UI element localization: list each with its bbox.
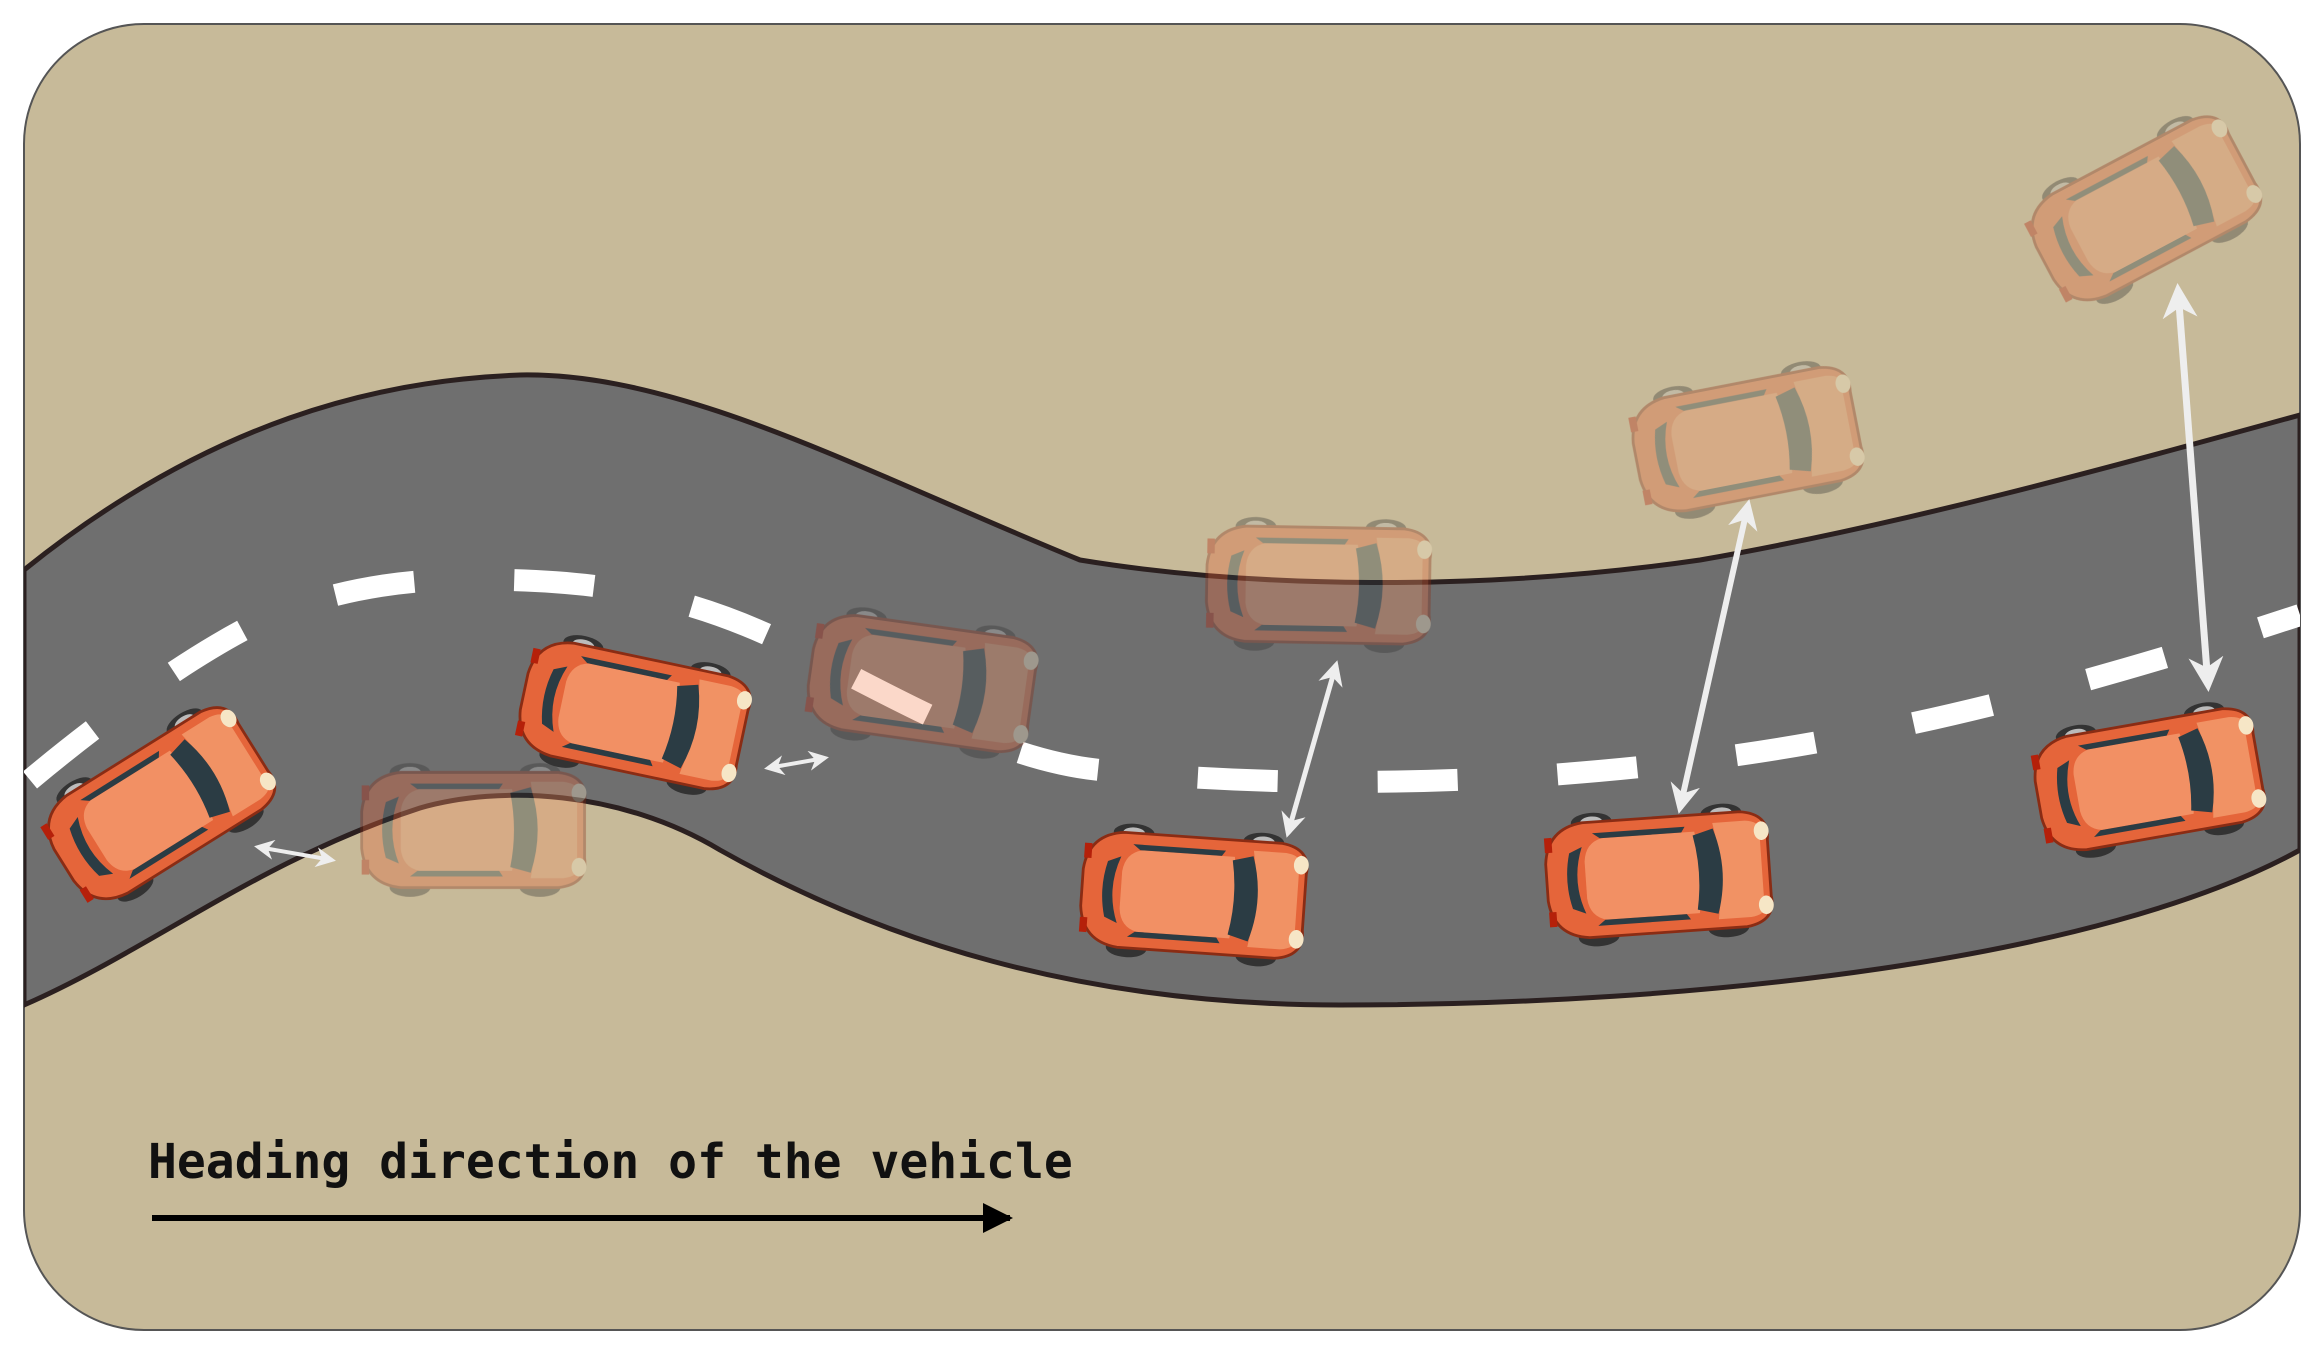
car-icon (1540, 799, 1778, 952)
car-icon (1075, 818, 1313, 971)
double-arrow-icon (1670, 499, 1758, 814)
double-arrow-icon (2162, 283, 2224, 692)
offset-arrows (254, 283, 2224, 868)
heading-caption: Heading direction of the vehicle (148, 1134, 1073, 1190)
double-arrow-icon (254, 839, 336, 868)
car-icon (360, 761, 588, 899)
double-arrow-icon (764, 750, 829, 776)
double-arrow-icon (1281, 660, 1343, 838)
car-icon (1204, 514, 1435, 656)
